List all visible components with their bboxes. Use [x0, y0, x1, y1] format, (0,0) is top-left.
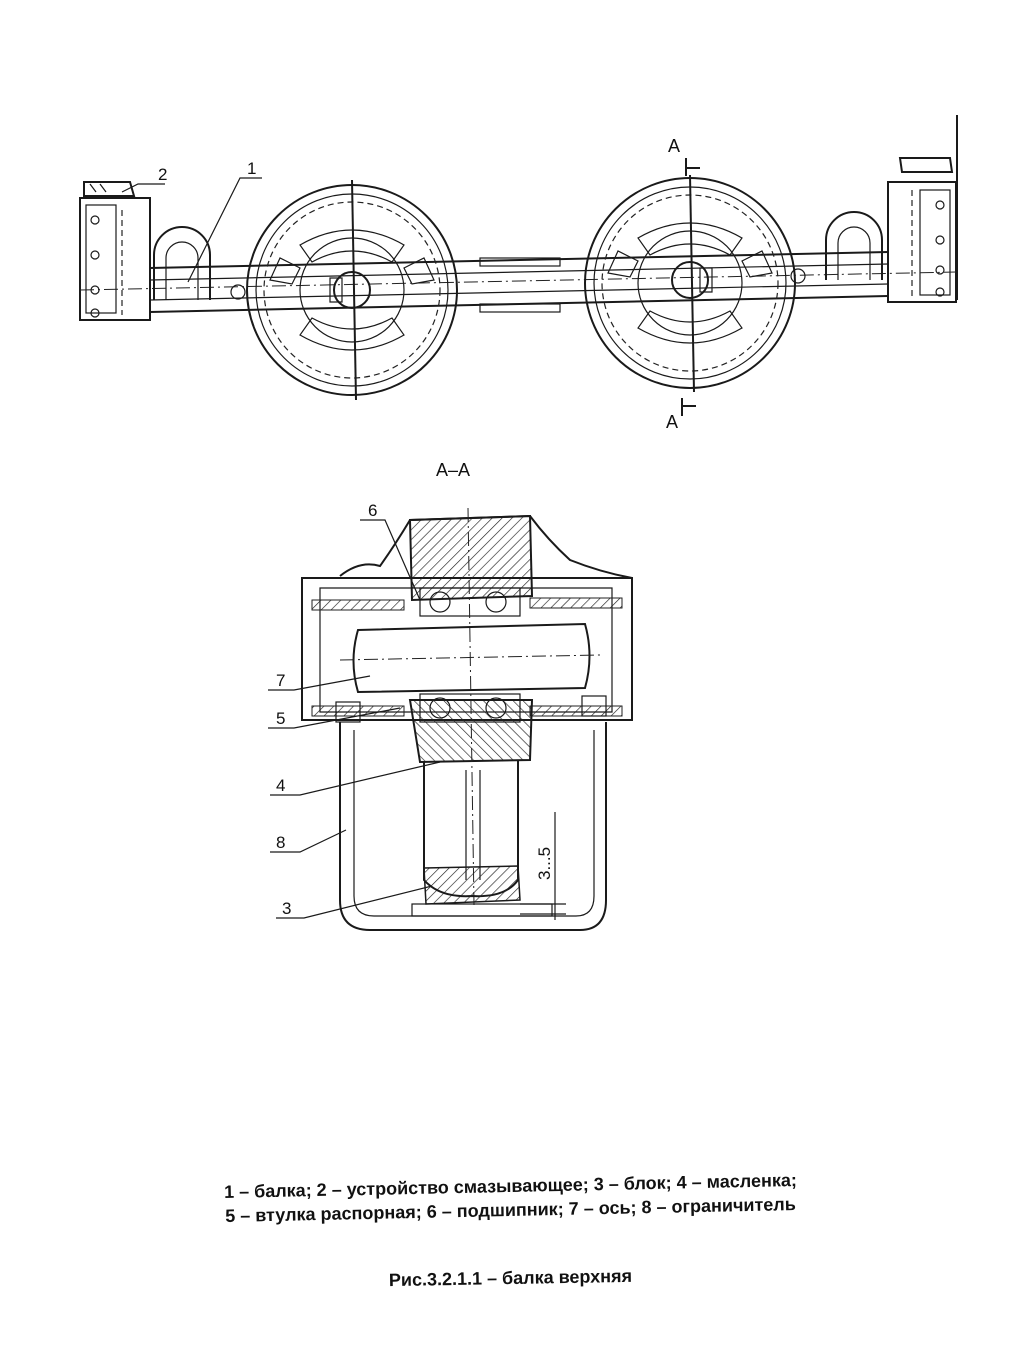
callout-1: 1	[247, 159, 256, 178]
section-mark-top: A	[668, 136, 680, 156]
top-view: A A 2 1	[79, 115, 958, 432]
callout-8: 8	[276, 833, 285, 852]
callout-2: 2	[158, 165, 167, 184]
dimension-label: 3...5	[535, 847, 554, 880]
left-bracket	[79, 197, 151, 321]
pulley-right	[584, 174, 796, 393]
u-bolt-right	[825, 211, 883, 280]
axle	[352, 622, 591, 694]
limiter	[339, 722, 607, 931]
section-mark-bottom: A	[666, 412, 678, 432]
callout-7: 7	[276, 671, 285, 690]
callout-4: 4	[276, 776, 285, 795]
beam	[79, 251, 957, 313]
right-bracket	[887, 115, 958, 303]
lubricator-left	[83, 181, 136, 197]
lubricator-right	[898, 157, 954, 173]
callout-3: 3	[282, 899, 291, 918]
u-bolt-left	[153, 226, 211, 300]
section-view: 3...5 6 7 5 4 8 3	[268, 501, 633, 931]
bearing-bottom	[419, 693, 521, 723]
callout-5: 5	[276, 709, 285, 728]
pulley-left	[246, 179, 458, 401]
section-title: А–А	[436, 460, 470, 480]
callout-6: 6	[368, 501, 377, 520]
